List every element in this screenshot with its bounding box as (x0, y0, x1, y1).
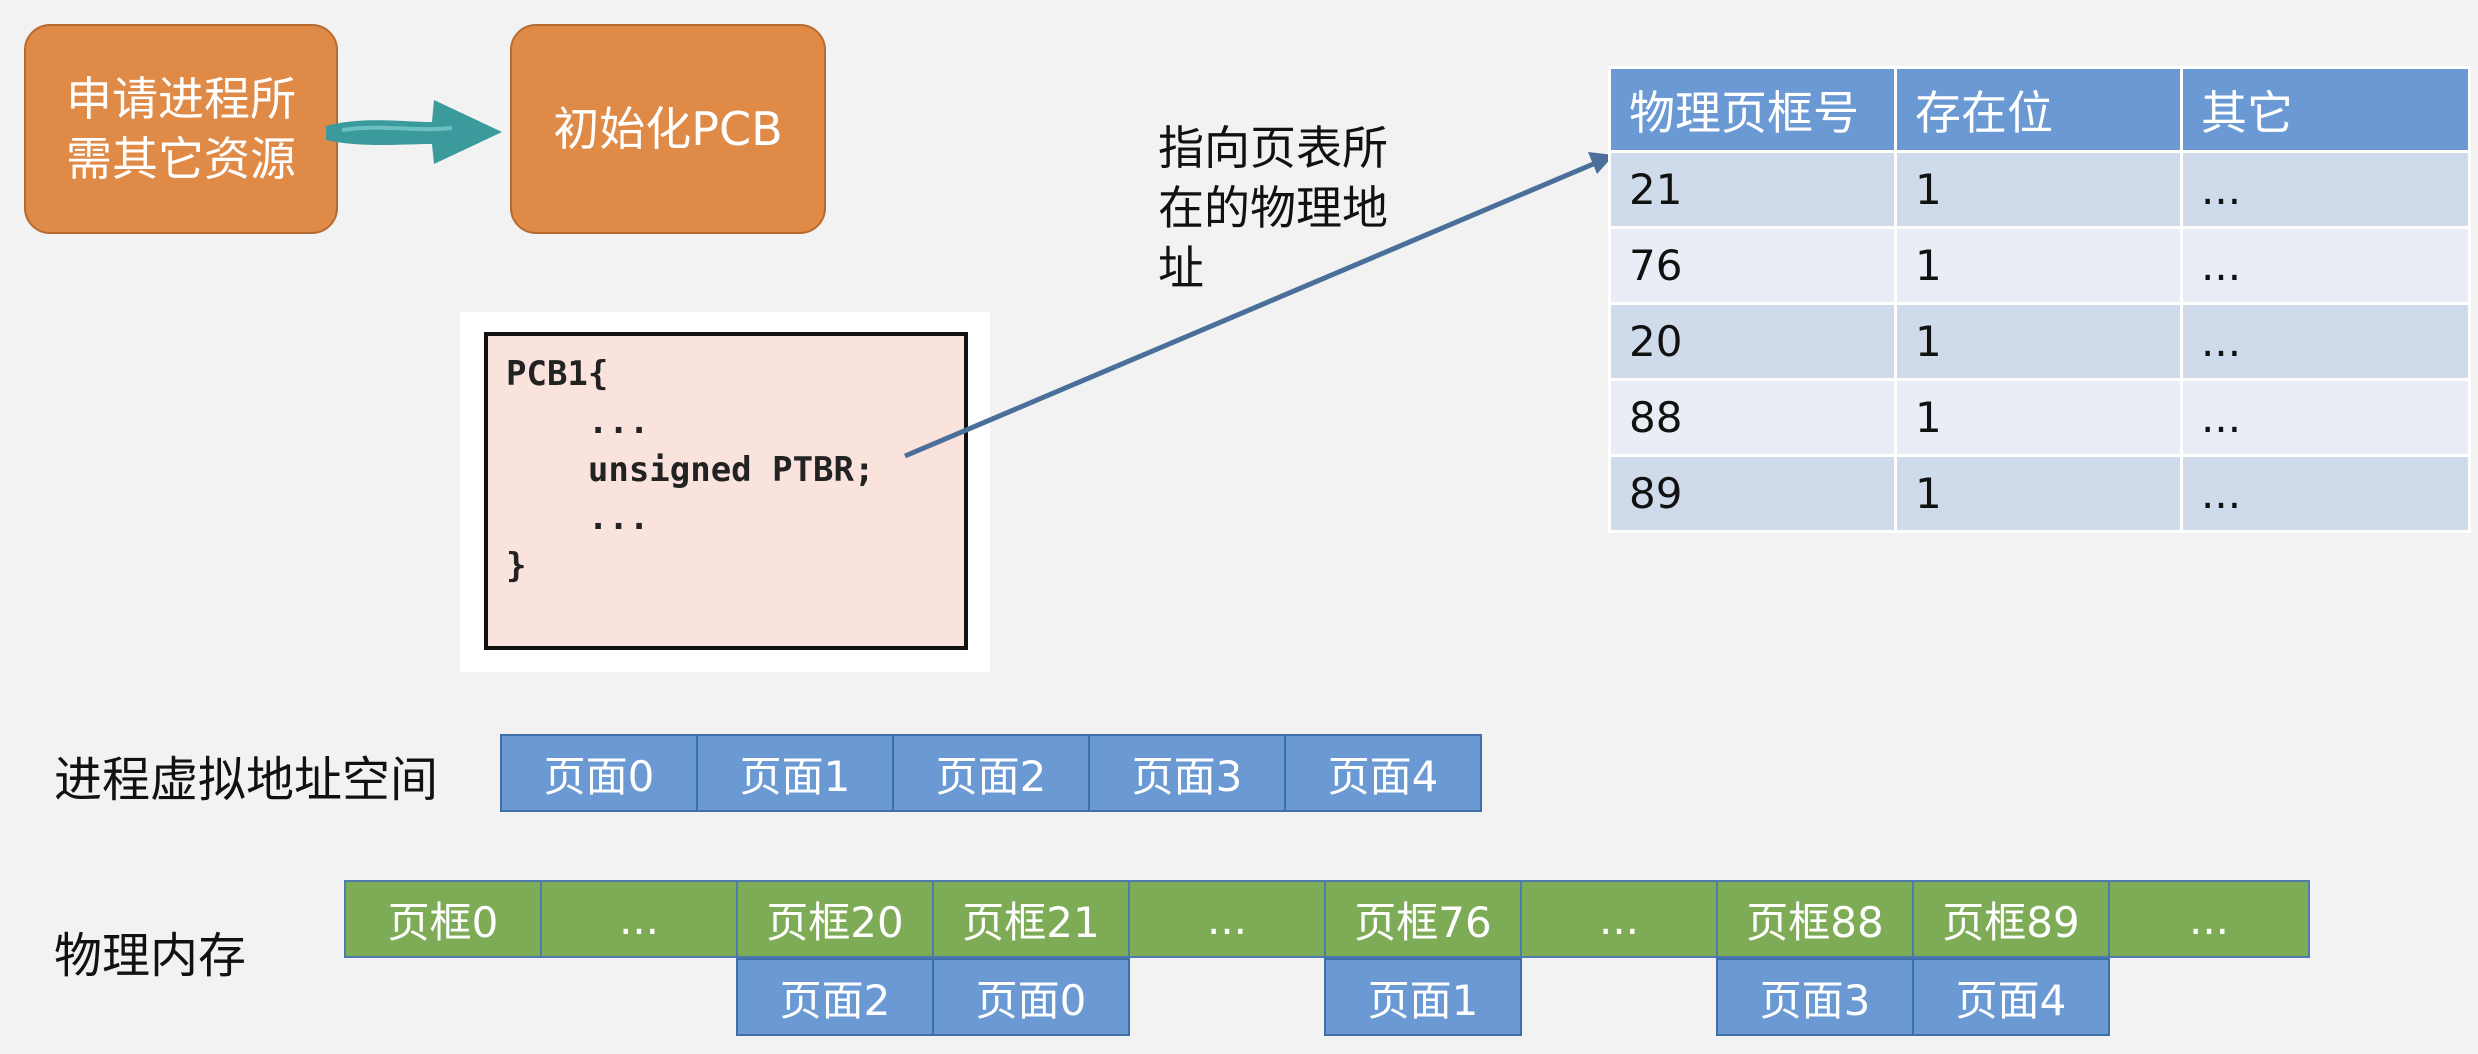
virtual-space-label: 进程虚拟地址空间 (54, 752, 439, 808)
virtual-page-cell: 页面1 (696, 734, 894, 812)
physical-frame-cell: ... (2108, 880, 2310, 958)
present-bit-cell: 1 (1894, 454, 2183, 533)
other-cell: ... (2180, 302, 2471, 381)
table-row: 21 1 ... (1608, 150, 2471, 229)
header-present-bit: 存在位 (1894, 66, 2183, 153)
table-row: 88 1 ... (1608, 378, 2471, 457)
physical-frame-cell: 页框21 (932, 880, 1130, 958)
other-cell: ... (2180, 454, 2471, 533)
teal-arrow-icon (326, 100, 502, 164)
table-row: 76 1 ... (1608, 226, 2471, 305)
physical-frame-cell: ... (1128, 880, 1326, 958)
mapped-page-cell: 页面3 (1716, 958, 1914, 1036)
other-cell: ... (2180, 150, 2471, 229)
physical-frame-cell: 页框76 (1324, 880, 1522, 958)
header-other: 其它 (2180, 66, 2471, 153)
frame-number-cell: 76 (1608, 226, 1897, 305)
mapped-page-cell: 页面2 (736, 958, 934, 1036)
physical-frame-cell: ... (1520, 880, 1718, 958)
physical-memory-label: 物理内存 (54, 928, 247, 984)
mapped-page-cell: 页面4 (1912, 958, 2110, 1036)
physical-frame-cell: 页框0 (344, 880, 542, 958)
page-table: 物理页框号 存在位 其它 21 1 ... 76 1 ... 20 1 ... … (1608, 66, 2471, 533)
present-bit-cell: 1 (1894, 302, 2183, 381)
present-bit-cell: 1 (1894, 378, 2183, 457)
header-frame-number: 物理页框号 (1608, 66, 1897, 153)
page-table-header-row: 物理页框号 存在位 其它 (1608, 66, 2471, 153)
pointer-arrow-label: 指向页表所 在的物理地 址 (1158, 121, 1388, 295)
other-cell: ... (2180, 378, 2471, 457)
frame-number-cell: 89 (1608, 454, 1897, 533)
frame-number-cell: 88 (1608, 378, 1897, 457)
physical-frame-cell: 页框88 (1716, 880, 1914, 958)
virtual-page-cell: 页面3 (1088, 734, 1286, 812)
present-bit-cell: 1 (1894, 226, 2183, 305)
table-row: 20 1 ... (1608, 302, 2471, 381)
virtual-page-cell: 页面4 (1284, 734, 1482, 812)
virtual-page-cell: 页面0 (500, 734, 698, 812)
physical-frame-cell: 页框20 (736, 880, 934, 958)
other-cell: ... (2180, 226, 2471, 305)
mapped-page-cell: 页面1 (1324, 958, 1522, 1036)
step-init-pcb-box: 初始化PCB (510, 24, 826, 234)
frame-number-cell: 20 (1608, 302, 1897, 381)
step-request-resources-box: 申请进程所 需其它资源 (24, 24, 338, 234)
mapped-page-cell: 页面0 (932, 958, 1130, 1036)
physical-frame-cell: ... (540, 880, 738, 958)
pcb-code-block: PCB1{ ... unsigned PTBR; ... } (484, 332, 968, 650)
physical-frame-cell: 页框89 (1912, 880, 2110, 958)
virtual-page-cell: 页面2 (892, 734, 1090, 812)
present-bit-cell: 1 (1894, 150, 2183, 229)
frame-number-cell: 21 (1608, 150, 1897, 229)
table-row: 89 1 ... (1608, 454, 2471, 533)
